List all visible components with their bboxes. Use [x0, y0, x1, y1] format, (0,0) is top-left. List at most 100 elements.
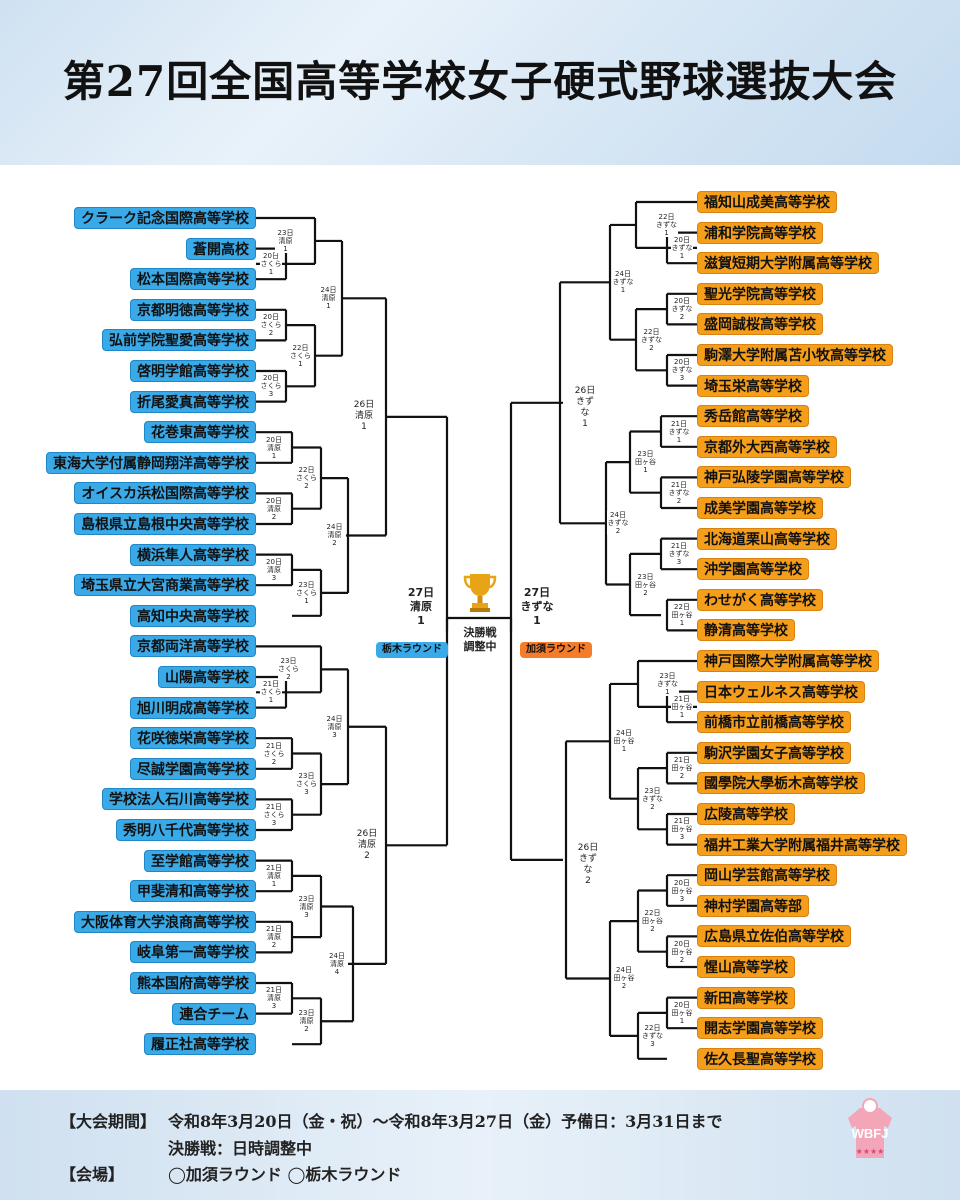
right-team: 福井工業大学附属福井高等学校 — [697, 833, 907, 856]
left-team: 弘前学院聖愛高等学校 — [102, 329, 256, 352]
right-team: 惺山高等学校 — [697, 956, 795, 978]
right-team: 京都外大西高等学校 — [697, 435, 837, 458]
right-team: 聖光学院高等学校 — [697, 282, 823, 305]
kazo-round-tag: 加須ラウンド — [520, 642, 592, 658]
wbfj-logo: WBFJ ★★★★ — [848, 1098, 892, 1158]
left-team: 大阪体育大学浪商高等学校 — [74, 910, 256, 933]
right-team: 日本ウェルネス高等学校 — [697, 680, 865, 703]
final-date-note: 決勝戦：日時調整中 — [168, 1139, 313, 1158]
left-team: 岐阜第一高等学校 — [130, 941, 256, 964]
final-label: 決勝戦調整中 — [455, 626, 505, 654]
right-team: 佐久長聖高等学校 — [697, 1047, 823, 1070]
svg-text:★★★★: ★★★★ — [856, 1147, 885, 1156]
right-team: 浦和学院高等学校 — [697, 221, 823, 244]
left-team: 松本国際高等学校 — [130, 268, 256, 291]
right-team: 福知山成美高等学校 — [697, 191, 837, 213]
left-team: 学校法人石川高等学校 — [102, 788, 256, 811]
right-team: 成美学園高等学校 — [697, 497, 823, 519]
right-team: 埼玉栄高等学校 — [697, 374, 809, 397]
right-team: 前橋市立前橋高等学校 — [697, 711, 851, 734]
period-label: 【大会期間】 — [60, 1112, 157, 1131]
left-team: 横浜隼人高等学校 — [130, 543, 256, 566]
right-team: 広島県立佐伯高等学校 — [697, 925, 851, 948]
right-team: 広陵高等学校 — [697, 803, 795, 825]
right-team: 駒澤大学附属苫小牧高等学校 — [697, 344, 893, 366]
left-team: 履正社高等学校 — [144, 1033, 256, 1056]
left-team: 甲斐清和高等学校 — [130, 880, 256, 903]
page-title: 第27回全国高等学校女子硬式野球選抜大会 — [62, 57, 898, 106]
right-team: 神戸弘陵学園高等学校 — [697, 466, 851, 489]
venue-value: ◯加須ラウンド ◯栃木ラウンド — [168, 1165, 402, 1184]
right-team: 静清高等学校 — [697, 619, 795, 642]
period-value: 令和8年3月20日（金・祝）〜令和8年3月27日（金）予備日：3月31日まで — [168, 1112, 723, 1131]
left-team: 京都明徳高等学校 — [130, 298, 256, 321]
left-team: 折尾愛真高等学校 — [130, 390, 256, 413]
right-team: 北海道栗山高等学校 — [697, 527, 837, 550]
venue-label: 【会場】 — [60, 1165, 125, 1184]
left-team: 旭川明成高等学校 — [130, 696, 256, 719]
left-team: 花巻東高等学校 — [144, 421, 256, 444]
left-team: 山陽高等学校 — [158, 666, 256, 688]
left-team: 蒼開高校 — [186, 237, 256, 260]
right-team: わせがく高等学校 — [697, 588, 823, 611]
right-team: 秀岳館高等学校 — [697, 405, 809, 428]
left-team: 連合チーム — [172, 1002, 256, 1025]
left-team: 東海大学付属静岡翔洋高等学校 — [46, 451, 256, 474]
left-team: オイスカ浜松国際高等学校 — [74, 482, 256, 505]
trophy-icon — [463, 574, 497, 612]
left-team: 尽誠学園高等学校 — [130, 757, 256, 780]
right-team: 新田高等学校 — [697, 986, 795, 1009]
right-team: 駒沢学園女子高等学校 — [697, 741, 851, 764]
right-team: 岡山学芸館高等学校 — [697, 864, 837, 887]
svg-text:WBFJ: WBFJ — [852, 1126, 889, 1141]
left-team: 花咲徳栄高等学校 — [130, 727, 256, 750]
footer-info — [0, 1090, 960, 1200]
right-team: 盛岡誠桜高等学校 — [697, 313, 823, 336]
left-team: クラーク記念国際高等学校 — [74, 207, 256, 229]
bracket-lines — [256, 200, 697, 1060]
left-team: 高知中央高等学校 — [130, 604, 256, 627]
